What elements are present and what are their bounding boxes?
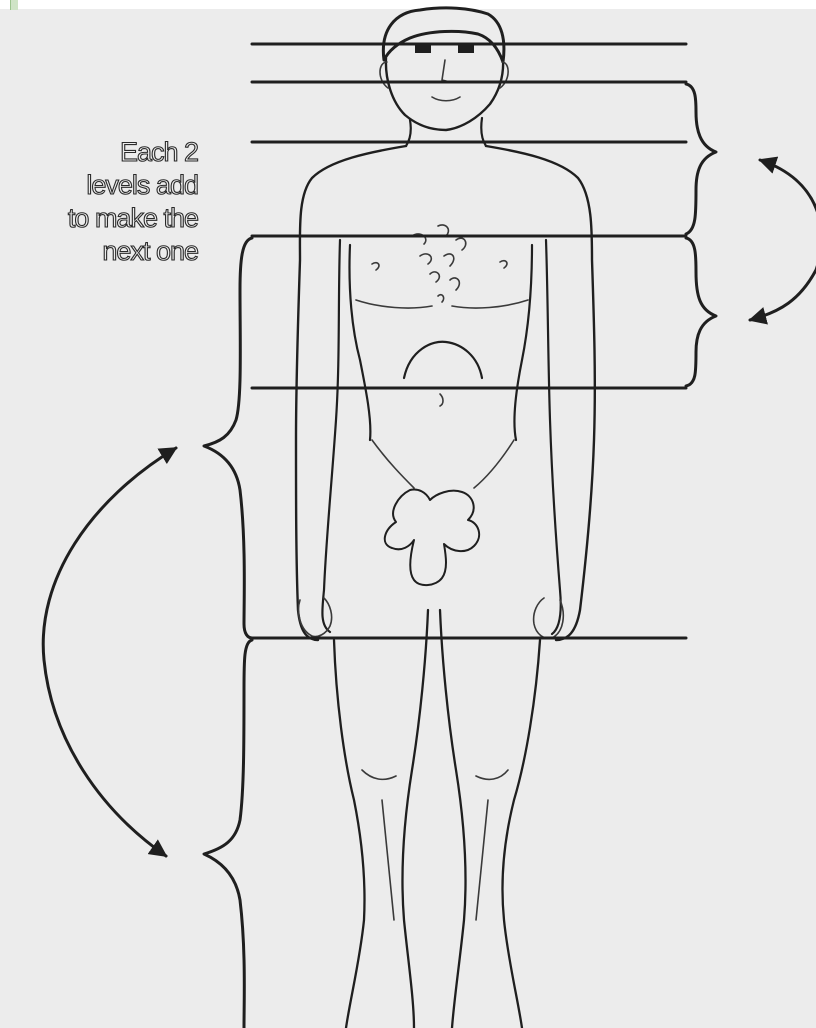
right-pectoral xyxy=(452,300,528,308)
right-leg-outer xyxy=(502,640,540,1028)
caption-line-3: to make the xyxy=(0,202,198,235)
right-braces xyxy=(686,84,816,386)
left-curved-arrow xyxy=(43,448,176,856)
right-brace-lower xyxy=(686,238,716,386)
caption-line-2: levels add xyxy=(0,169,198,202)
caption-line-1: Each 2 xyxy=(0,136,198,169)
head-outline xyxy=(386,58,503,130)
right-inner-arm xyxy=(546,240,561,634)
right-hip-line xyxy=(474,440,514,488)
left-leg-outer xyxy=(334,640,365,1028)
genital-region xyxy=(385,489,479,585)
right-shoulder-arm xyxy=(486,146,595,640)
left-leg-inner xyxy=(402,610,428,1028)
diagram-caption: Each 2 levels add to make the next one xyxy=(0,136,198,268)
right-brace-upper xyxy=(686,84,716,234)
left-braces xyxy=(43,238,252,1028)
caption-line-4: next one xyxy=(0,235,198,268)
left-shin-line xyxy=(382,800,394,920)
right-leg-inner xyxy=(440,610,466,1028)
left-brace-upper xyxy=(204,238,252,638)
ribcage-arc xyxy=(404,342,482,378)
left-brace-lower xyxy=(204,640,252,1028)
left-shoulder-arm xyxy=(296,146,406,640)
human-figure xyxy=(296,8,595,1028)
left-knee xyxy=(362,770,396,779)
navel xyxy=(440,394,443,406)
hair xyxy=(383,8,504,62)
right-shin-line xyxy=(476,800,488,920)
left-inner-arm xyxy=(322,240,340,632)
left-hip-line xyxy=(372,440,414,488)
torso-right xyxy=(514,245,532,440)
left-pectoral xyxy=(356,300,432,308)
right-curved-arrow xyxy=(750,160,816,320)
nose xyxy=(442,60,450,82)
right-knee xyxy=(476,770,508,779)
mouth xyxy=(432,97,460,101)
torso-left xyxy=(349,245,370,440)
